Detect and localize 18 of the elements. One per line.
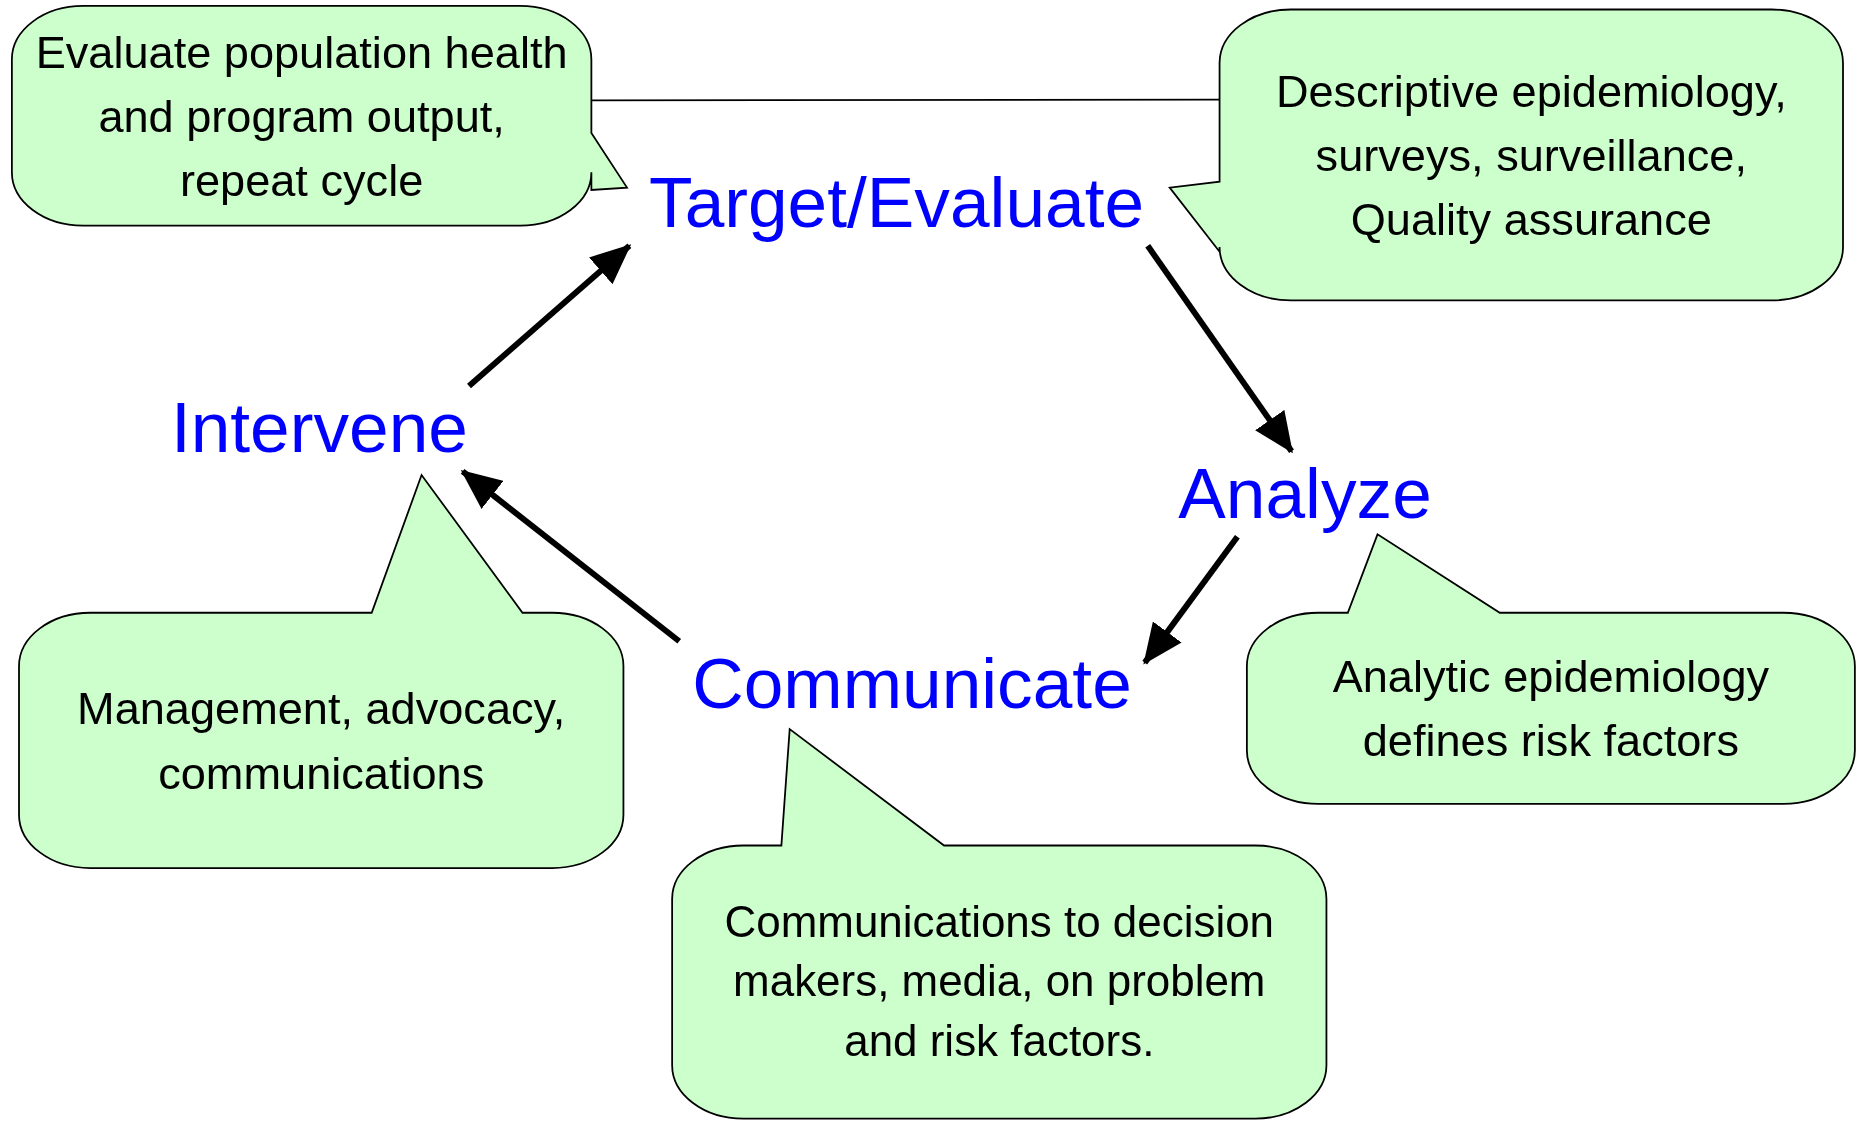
speech-bubble: [19, 475, 624, 869]
stage-label: Communicate: [679, 641, 1145, 727]
speech-bubble: [1246, 534, 1855, 804]
callout-text: Evaluate population health and program output, repeat cycle: [34, 25, 569, 207]
callout-text: Descriptive epidemiology, surveys, surveillance, Quality assurance: [1274, 64, 1788, 247]
callout-text: Communications to decision makers, media, on problem and risk factors.: [723, 896, 1275, 1068]
stage-label: Intervene: [160, 385, 479, 472]
stage-label: Analyze: [1169, 451, 1441, 537]
arrow: [467, 243, 632, 389]
stage-label: Target/Evaluate: [629, 160, 1164, 246]
callout-text: Management, advocacy, communications: [76, 682, 567, 800]
callout-text: Analytic epidemiology defines risk factors: [1331, 650, 1771, 768]
arrow: [460, 469, 682, 644]
arrow: [1142, 535, 1240, 665]
speech-bubble: [672, 729, 1327, 1119]
speech-bubble: [1169, 9, 1843, 301]
arrow: [1145, 244, 1294, 454]
speech-bubble: [11, 5, 627, 226]
